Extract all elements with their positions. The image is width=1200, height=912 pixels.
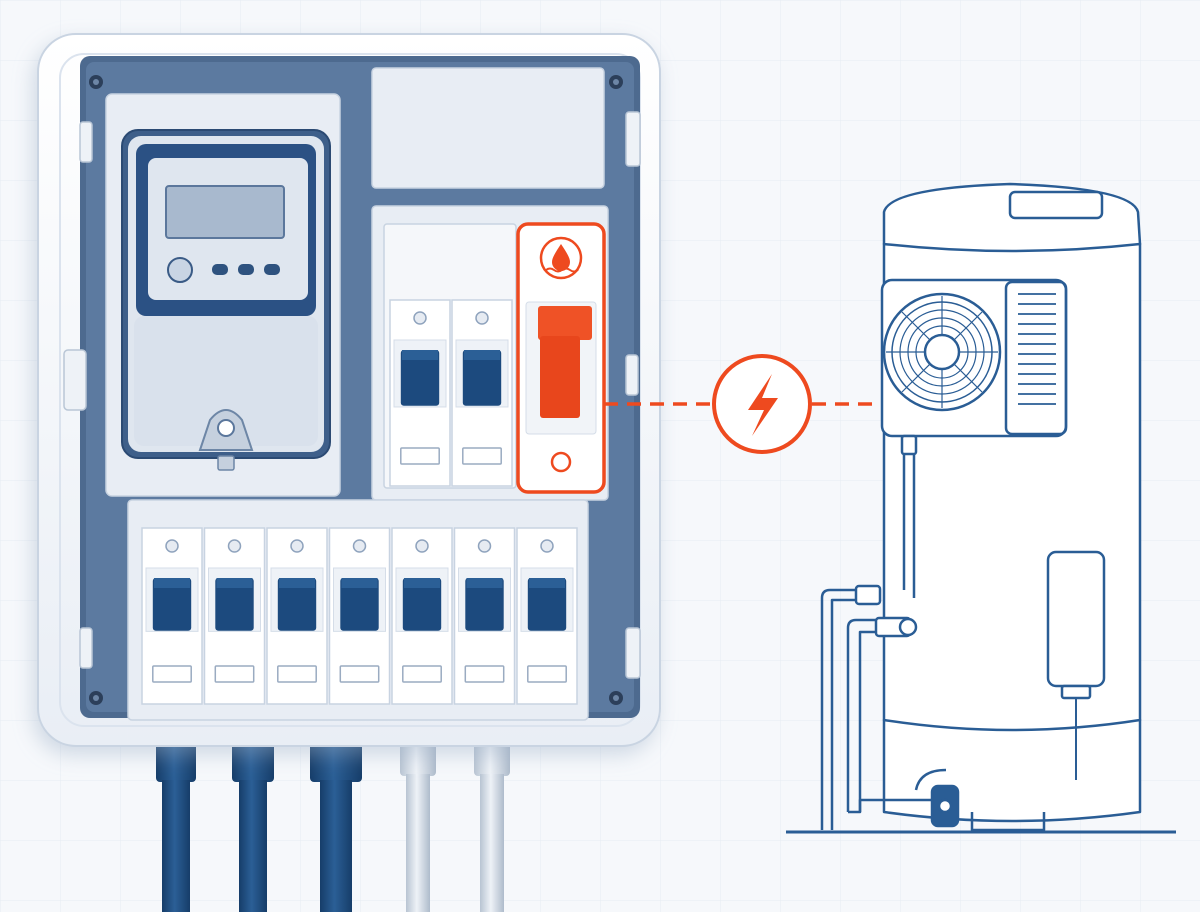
- breaker-handle[interactable]: [465, 578, 504, 631]
- breaker-handle-cap: [529, 578, 565, 588]
- meter-display: [165, 185, 285, 239]
- conduit-dark: [156, 742, 196, 912]
- breaker-handle-lower: [540, 336, 580, 418]
- circuit-breaker[interactable]: [328, 527, 391, 705]
- breaker-indicator-dot: [550, 451, 572, 473]
- breaker-indicator-dot: [475, 311, 489, 325]
- breaker-handle[interactable]: [400, 350, 440, 406]
- breaker-handle[interactable]: [277, 578, 317, 631]
- breaker-indicator-dot: [227, 539, 242, 553]
- top-vent: [1008, 190, 1104, 220]
- breaker-label-slot: [152, 665, 192, 683]
- power-connection: [604, 354, 882, 454]
- control-box: [1046, 550, 1106, 688]
- breaker-label-slot: [214, 665, 255, 683]
- circuit-breaker[interactable]: [389, 299, 451, 487]
- conduit-dark: [232, 742, 274, 912]
- vent-slats: [1018, 293, 1056, 405]
- energy-meter: [105, 93, 341, 497]
- meter-dial-button[interactable]: [167, 257, 193, 283]
- breaker-indicator-dot: [165, 539, 179, 553]
- breaker-indicator-dot: [477, 539, 492, 553]
- breaker-handle[interactable]: [152, 578, 192, 631]
- tank-base: [882, 718, 1142, 823]
- lower-breakers: [141, 527, 578, 705]
- circuit-breaker[interactable]: [266, 527, 328, 705]
- breaker-label-slot: [402, 665, 442, 683]
- breaker-indicator-dot: [415, 539, 429, 553]
- breaker-handle-cap: [404, 578, 440, 588]
- breaker-label-slot: [339, 665, 380, 683]
- circuit-breaker[interactable]: [203, 527, 266, 705]
- breaker-handle-cap: [279, 578, 315, 588]
- fan-icon: [882, 292, 1002, 412]
- meter-button[interactable]: [212, 264, 228, 275]
- meter-button[interactable]: [264, 264, 280, 275]
- conduit-dark: [310, 742, 362, 912]
- breaker-handle[interactable]: [402, 578, 442, 631]
- circuit-breaker[interactable]: [451, 299, 513, 487]
- breaker-handle[interactable]: [215, 578, 254, 631]
- breaker-handle-cap: [216, 578, 253, 588]
- breaker-handle[interactable]: [462, 350, 502, 406]
- breaker-handle[interactable]: [538, 306, 592, 340]
- water-drop-waves-icon: [539, 236, 583, 280]
- conduit-light: [400, 742, 436, 912]
- consumer-unit: [37, 33, 661, 747]
- circuit-breaker[interactable]: [141, 527, 203, 705]
- water-heater-breaker[interactable]: [516, 222, 606, 494]
- breaker-label-slot: [464, 665, 505, 683]
- heat-pump-water-heater: [786, 182, 1176, 834]
- conduits: [156, 742, 510, 912]
- pipe-fitting: [854, 584, 882, 606]
- conduit-light: [474, 742, 510, 912]
- circuit-breaker[interactable]: [453, 527, 516, 705]
- breaker-handle-cap: [464, 350, 500, 360]
- breaker-handle-cap: [341, 578, 378, 588]
- breaker-indicator-dot: [352, 539, 367, 553]
- blank-cover-panel: [371, 67, 605, 189]
- corner-screws: [89, 75, 623, 705]
- breaker-label-slot: [400, 447, 440, 465]
- breaker-handle-cap: [402, 350, 438, 360]
- breaker-handle[interactable]: [340, 578, 379, 631]
- circuit-breaker[interactable]: [516, 527, 578, 705]
- breaker-handle-cap: [466, 578, 503, 588]
- circuit-breaker[interactable]: [391, 527, 453, 705]
- breaker-indicator-dot: [290, 539, 304, 553]
- breaker-indicator-dot: [413, 311, 427, 325]
- breaker-label-slot: [462, 447, 502, 465]
- lightning-bolt-icon: [712, 354, 812, 454]
- breaker-label-slot: [527, 665, 567, 683]
- breaker-handle[interactable]: [527, 578, 567, 631]
- breaker-handle-cap: [154, 578, 190, 588]
- upper-breakers: [389, 299, 513, 487]
- breaker-label-slot: [277, 665, 317, 683]
- meter-button[interactable]: [238, 264, 254, 275]
- enclosure-latches: [63, 111, 641, 679]
- breaker-indicator-dot: [540, 539, 554, 553]
